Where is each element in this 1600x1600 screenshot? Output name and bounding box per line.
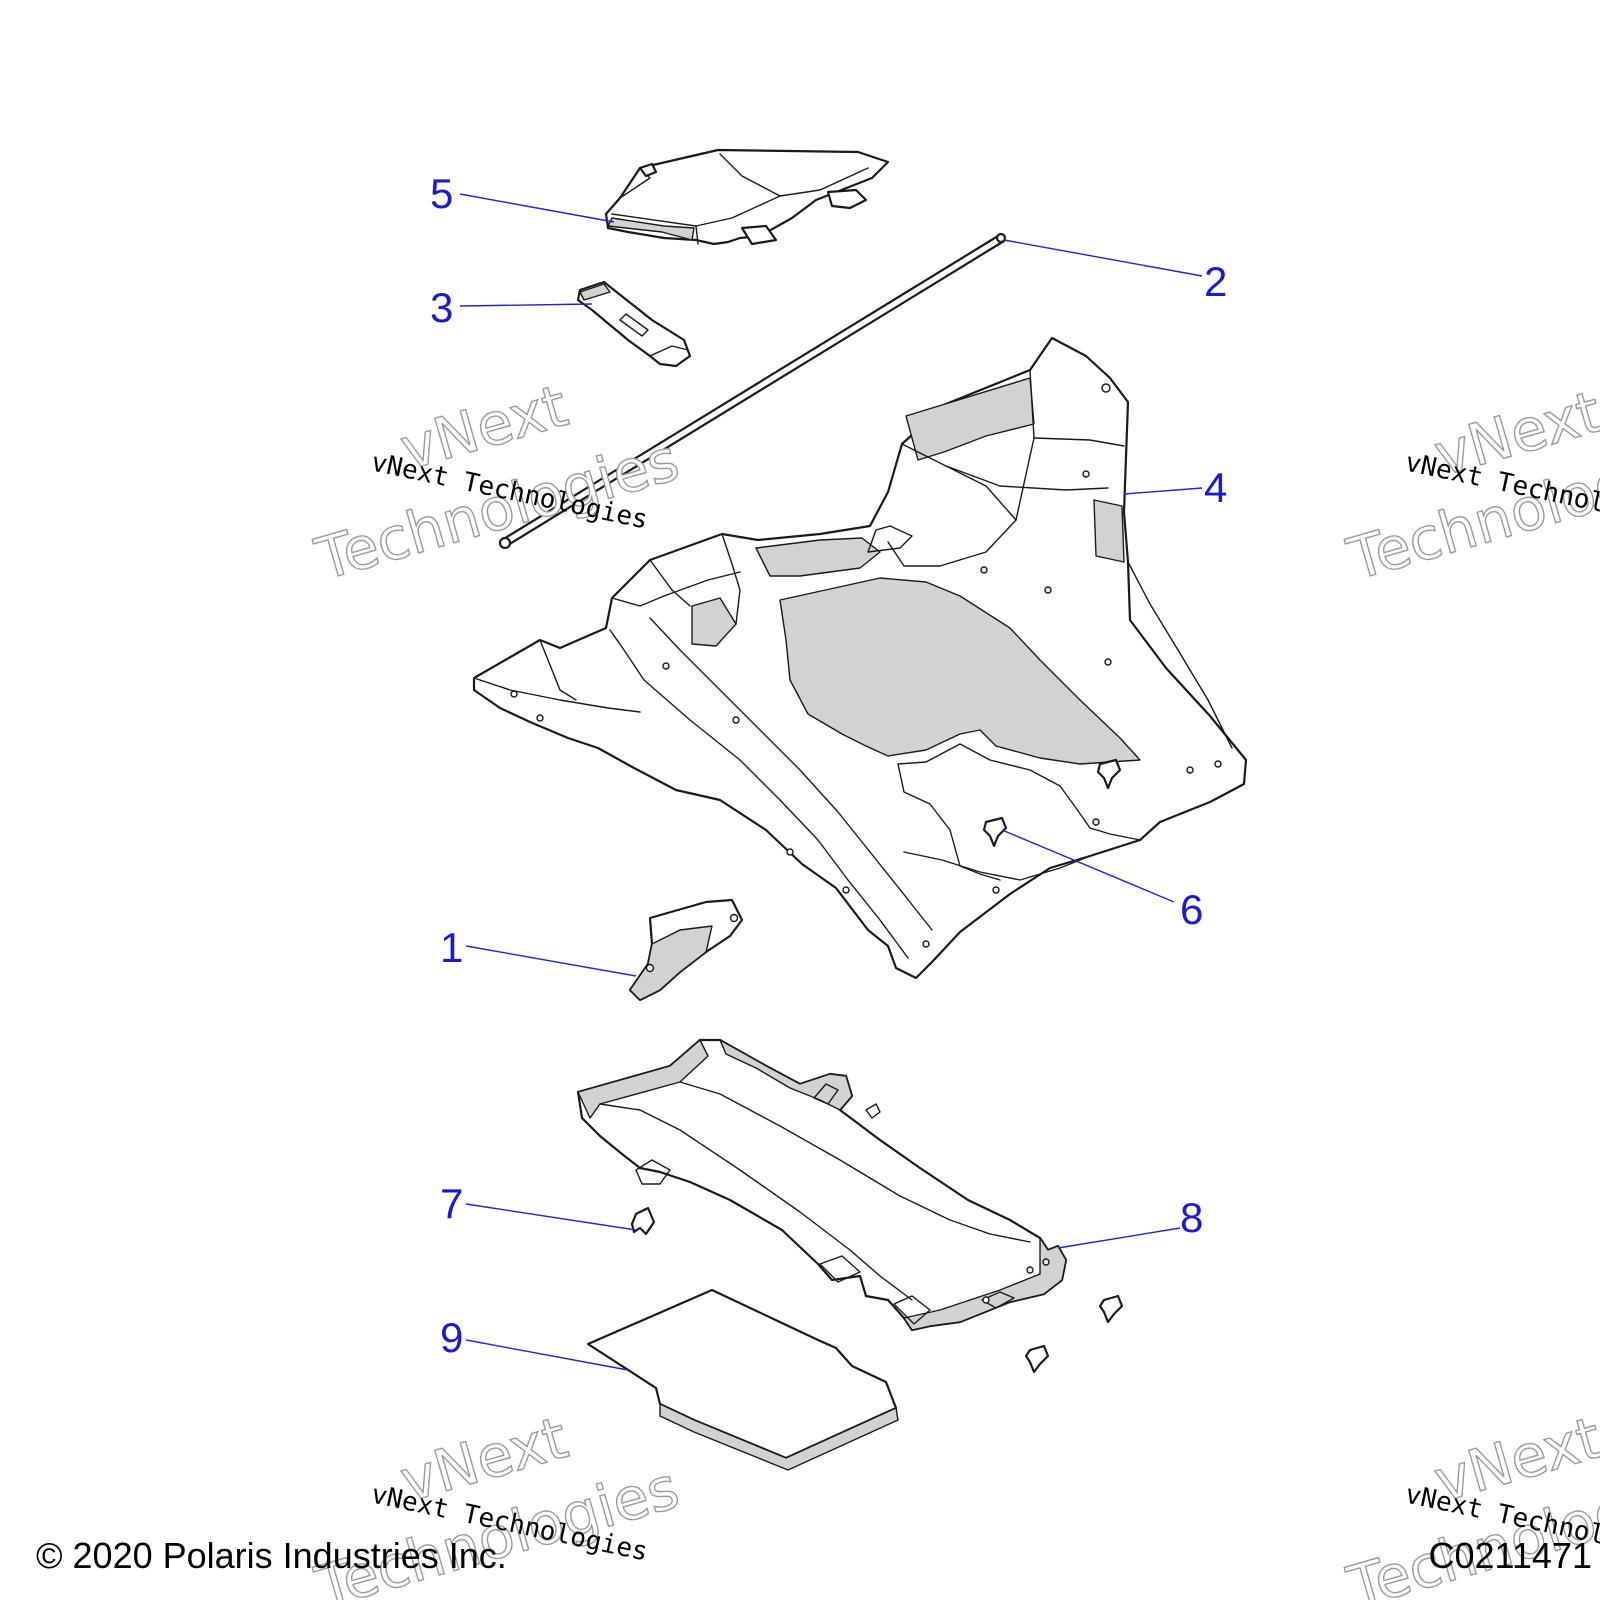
part-2-rod: [498, 232, 1007, 550]
leader-3: [459, 303, 593, 307]
copyright-notice: © 2020 Polaris Industries Inc.: [36, 1535, 507, 1576]
part-1-bracket: [628, 898, 744, 1002]
part-3-latch: [576, 280, 692, 368]
leader-9: [465, 1339, 629, 1371]
callout-3: 3: [430, 284, 453, 331]
callout-4: 4: [1204, 464, 1227, 511]
callout-1: 1: [440, 924, 463, 971]
leader-2: [1003, 239, 1203, 277]
callout-8: 8: [1180, 1194, 1203, 1241]
part-6-rivets: [982, 758, 1122, 848]
leader-6: [1001, 829, 1175, 903]
watermark-top-right: vNext Technologies vNext Technologies: [1339, 377, 1600, 595]
leader-lines: [459, 193, 1203, 1371]
part-4-tub: [472, 336, 1248, 980]
part-7-rivet: [630, 1206, 1124, 1374]
leader-1: [465, 945, 637, 977]
callout-6: 6: [1180, 886, 1203, 933]
part-8-tray: [576, 1038, 1068, 1332]
callout-7: 7: [440, 1180, 463, 1227]
leader-4: [1123, 487, 1203, 495]
leader-5: [459, 193, 615, 223]
part-9-pad: [586, 1288, 899, 1471]
watermark-top-left: vNext Technologies vNext Technologies: [307, 371, 686, 595]
callout-numbers: 5 3 2 4 6 1 7 8 9: [430, 170, 1227, 1361]
part-5-cover: [604, 148, 890, 246]
leader-7: [465, 1203, 637, 1231]
callout-2: 2: [1204, 258, 1227, 305]
callout-5: 5: [430, 170, 453, 217]
callout-9: 9: [440, 1314, 463, 1361]
leader-8: [1057, 1227, 1181, 1249]
drawing-number: C0211471: [1429, 1535, 1592, 1576]
